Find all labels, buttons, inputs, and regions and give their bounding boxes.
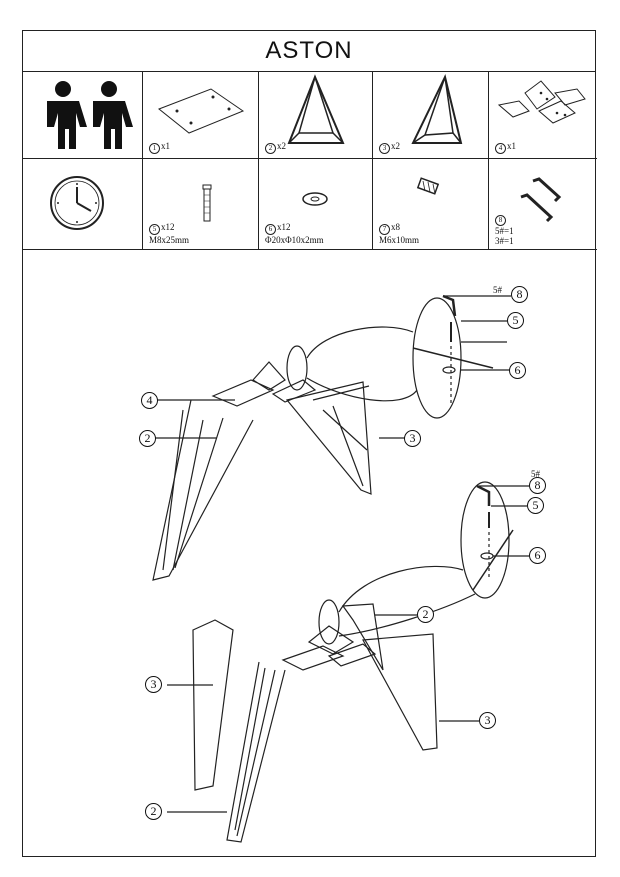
top-leg-2-left <box>152 399 254 581</box>
callout-part-5-top: 5 <box>507 312 524 329</box>
top-bracket-4 <box>211 361 317 407</box>
table-top-plate-icon <box>158 88 245 134</box>
persons-cell <box>23 71 143 159</box>
callout-part-3-top: 3 <box>404 430 421 447</box>
callout-part-5-bottom: 5 <box>527 497 544 514</box>
bottom-detail-origin <box>318 599 340 645</box>
triangle-leg-icon <box>287 74 345 144</box>
product-title: ASTON <box>23 31 595 72</box>
bottom-leg-3-left <box>192 619 234 791</box>
callout-part-8-bottom: 8 <box>529 477 546 494</box>
allen-key-icon <box>520 177 562 223</box>
callout-part-2-top: 2 <box>139 430 156 447</box>
top-detail-ellipse <box>412 297 462 419</box>
bottom-leg-2-back <box>341 603 384 671</box>
triangle-leg-mirror-icon <box>411 74 463 144</box>
top-leg-3-right <box>285 381 372 495</box>
allen-size-tag-bottom: 5# <box>531 469 540 479</box>
allen-size-tag-top: 5# <box>493 285 502 295</box>
time-cell <box>23 159 143 250</box>
callout-part-4-top: 4 <box>141 392 158 409</box>
bottom-detail-ellipse <box>460 481 510 599</box>
callout-part-2-bottom-front: 2 <box>145 803 162 820</box>
callout-part-2-bottom-back: 2 <box>417 606 434 623</box>
nut-icon <box>416 177 440 195</box>
washer-icon <box>302 192 328 206</box>
bottom-leg-2-front <box>226 661 286 843</box>
bottom-leg-3-right <box>362 633 438 751</box>
top-detail-origin <box>286 345 308 391</box>
bracket-plate-icon <box>497 80 586 124</box>
callout-part-6-bottom: 6 <box>529 547 546 564</box>
callout-part-3-bottom-left: 3 <box>145 676 162 693</box>
two-persons-icon <box>47 81 133 149</box>
clock-icon <box>50 176 104 230</box>
bolt-icon <box>202 184 212 222</box>
callout-part-6-top: 6 <box>509 362 526 379</box>
callout-part-3-bottom-right: 3 <box>479 712 496 729</box>
assembly-diagram <box>151 294 529 843</box>
bottom-bracket-4 <box>281 625 377 671</box>
callout-part-8-top: 8 <box>511 286 528 303</box>
